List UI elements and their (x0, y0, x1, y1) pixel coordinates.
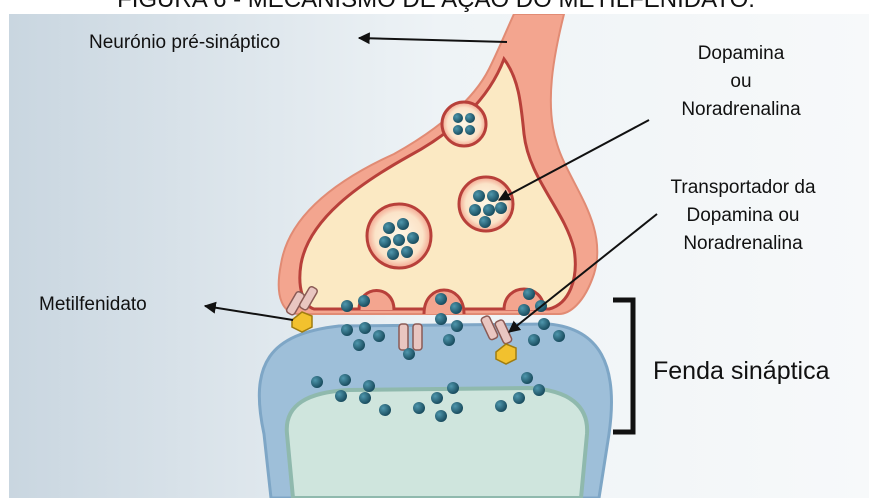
label-methylphenidate: Metilfenidato (39, 294, 147, 316)
label-line: Noradrenalina (641, 96, 841, 124)
label-presynaptic-neuron: Neurónio pré-sináptico (89, 32, 280, 54)
label-line: ou (641, 68, 841, 96)
label-line: Noradrenalina (637, 230, 849, 258)
label-neurotransmitter: Dopamina ou Noradrenalina (641, 40, 841, 124)
postsynaptic-neuron (259, 324, 611, 498)
vesicle (367, 204, 431, 268)
label-transporter: Transportador da Dopamina ou Noradrenali… (637, 174, 849, 258)
label-synaptic-cleft: Fenda sináptica (653, 357, 830, 386)
synapse-diagram: Neurónio pré-sináptico Dopamina ou Norad… (9, 14, 869, 498)
label-line: Transportador da (637, 174, 849, 202)
vesicle (442, 102, 486, 146)
label-line: Dopamina ou (637, 202, 849, 230)
vesicle (459, 177, 513, 231)
figure-title: FIGURA 6 - MECANISMO DE AÇÃO DO METILFEN… (0, 0, 872, 14)
label-line: Dopamina (641, 40, 841, 68)
